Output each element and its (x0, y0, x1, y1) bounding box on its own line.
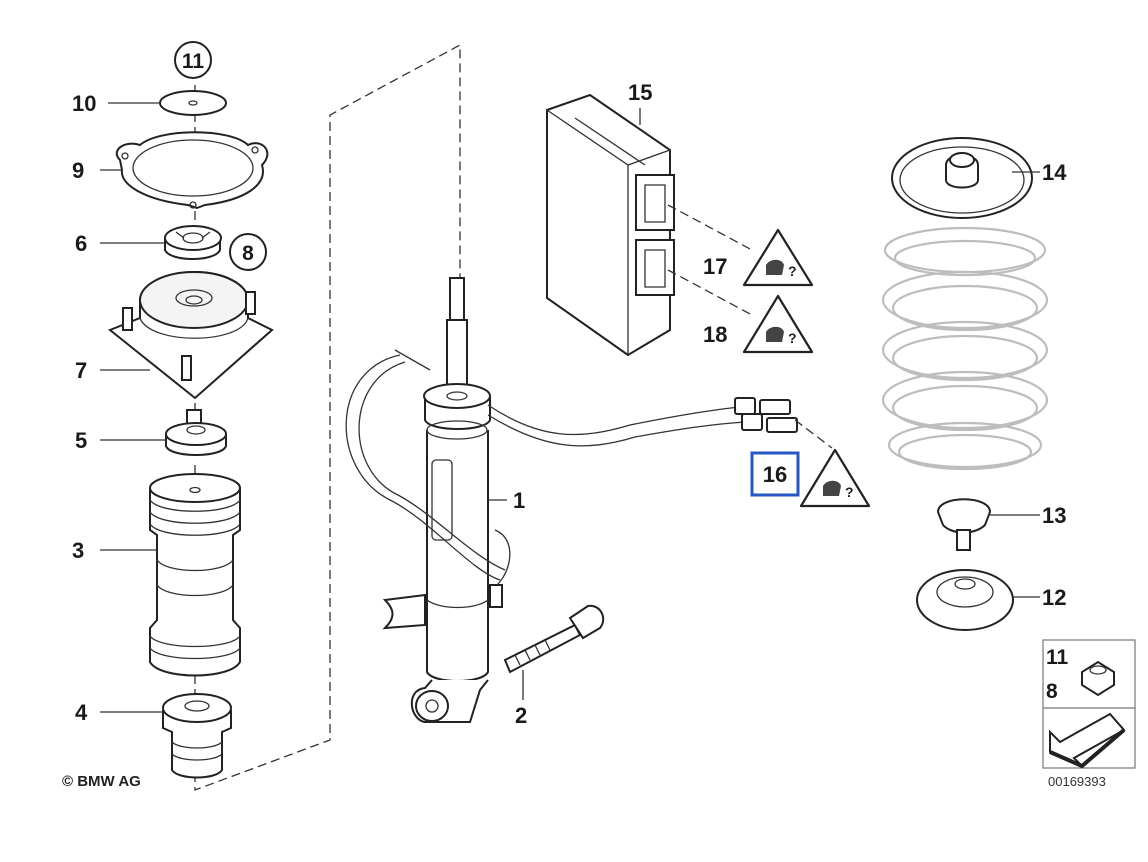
part-4-lower-bushing[interactable] (162, 693, 232, 779)
part-8-nut-callout[interactable]: 8 (229, 233, 267, 271)
callout-16[interactable]: 16 (763, 462, 787, 487)
callout-8: 8 (242, 242, 254, 265)
part-6-bushing[interactable] (164, 225, 222, 260)
part-10-washer[interactable] (159, 90, 227, 116)
legend-box: 11 8 (1042, 639, 1136, 769)
part-18-warning-label[interactable]: ? (742, 294, 814, 354)
part-13-stop-buffer[interactable] (936, 498, 992, 551)
callout-1[interactable]: 1 (513, 488, 525, 513)
part-9-gasket[interactable] (115, 131, 269, 210)
legend-number-8[interactable]: 8 (1046, 680, 1058, 703)
part-2-bolt[interactable] (503, 604, 605, 674)
part-17-warning-label[interactable]: ? (742, 228, 814, 287)
callout-15[interactable]: 15 (628, 80, 652, 105)
part-7-support-bearing[interactable] (108, 270, 274, 400)
callout-16-highlight[interactable] (750, 451, 800, 497)
part-15-control-module[interactable] (546, 93, 675, 357)
coil-spring[interactable] (881, 226, 1049, 471)
part-14-spring-seat[interactable] (891, 137, 1033, 219)
callout-4[interactable]: 4 (75, 700, 88, 725)
callout-18[interactable]: 18 (703, 322, 727, 347)
callout-6[interactable]: 6 (75, 231, 87, 256)
document-number: 00169393 (1048, 774, 1106, 789)
part-16-warning-label[interactable]: ? (799, 448, 871, 508)
callout-17[interactable]: 17 (703, 254, 727, 279)
callout-14[interactable]: 14 (1042, 160, 1067, 185)
callout-12[interactable]: 12 (1042, 585, 1066, 610)
callout-2[interactable]: 2 (515, 703, 527, 728)
part-11-nut-callout[interactable]: 11 (174, 41, 212, 79)
callout-11: 11 (182, 50, 205, 73)
svg-text:?: ? (788, 330, 797, 346)
callout-5[interactable]: 5 (75, 428, 87, 453)
callout-9[interactable]: 9 (72, 158, 84, 183)
callout-7[interactable]: 7 (75, 358, 87, 383)
svg-text:?: ? (845, 484, 854, 500)
part-12-lower-spring-seat[interactable] (916, 569, 1014, 631)
callout-10[interactable]: 10 (72, 91, 96, 116)
legend-number-11[interactable]: 11 (1046, 646, 1069, 669)
part-3-air-bellows[interactable] (149, 473, 241, 677)
callout-13[interactable]: 13 (1042, 503, 1066, 528)
part-5-bump-stop[interactable] (165, 409, 227, 456)
callout-3[interactable]: 3 (72, 538, 84, 563)
hex-nut-icon (1081, 660, 1115, 697)
svg-text:?: ? (788, 263, 797, 279)
part-1-shock-absorber[interactable] (345, 277, 798, 723)
direction-arrow-icon (1049, 712, 1126, 769)
copyright-text: © BMW AG (62, 773, 141, 790)
